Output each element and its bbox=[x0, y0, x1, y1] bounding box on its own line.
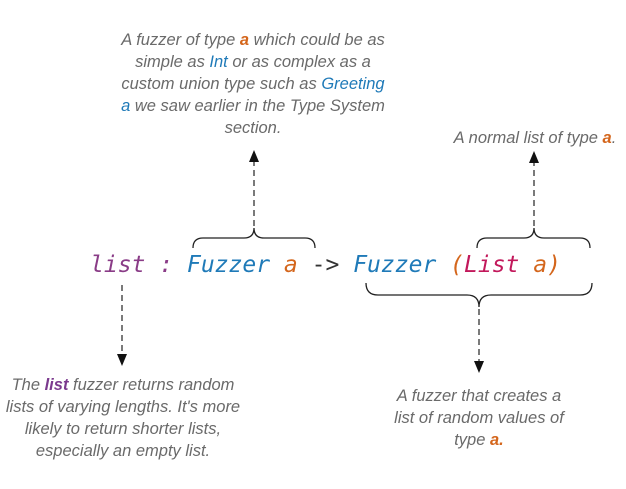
sig-type-var: a bbox=[283, 252, 298, 278]
note-fuzzer-a: A fuzzer of type a which could be as sim… bbox=[118, 29, 388, 139]
note-text: which could be as simple as bbox=[135, 31, 385, 71]
type-var-a: a bbox=[239, 31, 250, 49]
type-signature: list : Fuzzer a -> Fuzzer (List a) bbox=[90, 250, 561, 280]
note-text: A fuzzer that creates a list of random v… bbox=[394, 387, 564, 449]
type-int: Int bbox=[209, 53, 228, 71]
note-list-of-a: A normal list of type a. bbox=[440, 127, 626, 149]
keyword-list: list bbox=[44, 376, 69, 394]
arrow-down-left-head bbox=[117, 354, 127, 366]
note-text: A fuzzer of type bbox=[121, 31, 240, 49]
sig-open-paren: ( bbox=[450, 252, 465, 278]
type-greeting-a: Greeting a bbox=[121, 75, 385, 115]
sig-list-type: List bbox=[464, 252, 520, 278]
arrow-down-right-head bbox=[474, 361, 484, 373]
arrow-up-right-head bbox=[529, 151, 539, 163]
note-text: fuzzer returns random lists of varying l… bbox=[5, 376, 241, 460]
note-text: we saw earlier in the Type System sectio… bbox=[130, 97, 385, 137]
brace-fuzzer-a bbox=[192, 227, 316, 249]
note-text: or as complex as a custom union type suc… bbox=[121, 53, 371, 93]
type-var-a: a bbox=[602, 129, 612, 147]
brace-list-a bbox=[476, 227, 591, 249]
sig-close-paren: ) bbox=[547, 252, 561, 278]
note-fuzzer-list-a: A fuzzer that creates a list of random v… bbox=[385, 385, 573, 451]
brace-fuzzer-list-a bbox=[365, 282, 593, 308]
note-list-fuzzer: The list fuzzer returns random lists of … bbox=[0, 374, 246, 462]
note-text: A normal list of type bbox=[453, 129, 603, 147]
arrow-up-left-head bbox=[249, 150, 259, 162]
sig-type-var-inner: a bbox=[533, 252, 548, 278]
sig-colon: : bbox=[159, 252, 174, 278]
type-var-a: a. bbox=[490, 431, 504, 449]
note-text: The bbox=[11, 376, 45, 394]
sig-list: list bbox=[90, 252, 146, 278]
sig-arrow: -> bbox=[311, 252, 340, 278]
note-text: . bbox=[611, 129, 617, 147]
sig-fuzzer-return: Fuzzer bbox=[353, 252, 437, 278]
sig-fuzzer: Fuzzer bbox=[186, 252, 271, 278]
